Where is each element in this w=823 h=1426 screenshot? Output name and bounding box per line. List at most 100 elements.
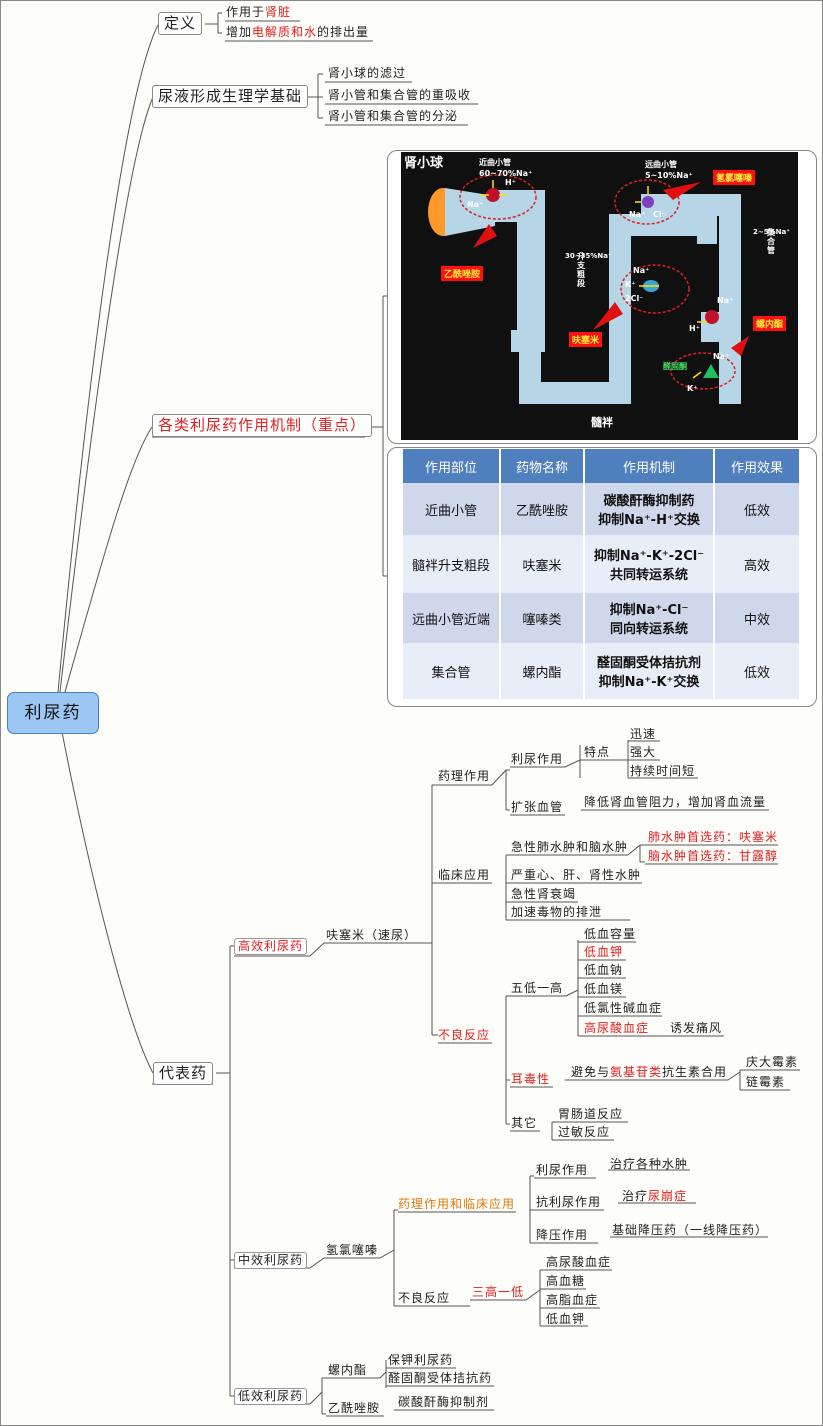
node-ototoxicity-avoid[interactable]: 避免与氨基苷类抗生素合用 [571,1064,727,1080]
label-proximal-pct: 60~70%Na⁺ [479,169,533,178]
node-mechanism[interactable]: 各类利尿药作用机制（重点） [152,414,373,437]
table-cell-site: 近曲小管 [401,483,500,535]
ion-label: Na⁺ [713,352,730,361]
node-other-adverse[interactable]: 其它 [511,1116,538,1130]
node-antibiotic-item[interactable]: 庆大霉素 [746,1055,799,1069]
table-cell-drug: 呋塞米 [499,535,584,593]
node-three-item[interactable]: 高脂血症 [546,1293,599,1307]
node-vasodilation-desc[interactable]: 降低肾血管阻力，增加肾血流量 [584,795,767,809]
node-furosemide[interactable]: 呋塞米（速尿） [326,928,418,942]
node-physiology-item[interactable]: 肾小球的滤过 [328,66,407,80]
table-cell-mechanism: 碳酸酐酶抑制药抑制Na⁺-H⁺交换 [583,483,714,535]
table-cell-effect: 低效 [713,643,799,699]
node-furo-diuretic[interactable]: 利尿作用 [511,752,564,766]
node-feature-item[interactable]: 强大 [630,745,657,759]
mechanism-line: 抑制Na⁺-H⁺交换 [598,513,700,528]
node-high-efficacy[interactable]: 高效利尿药 [234,938,308,955]
ion-label: Na⁺ [633,266,650,275]
ion-label: Na⁺ [717,296,734,305]
root-node[interactable]: 利尿药 [7,692,99,734]
node-hctz-adverse[interactable]: 不良反应 [398,1291,451,1305]
kidney-nephron-figure: 肾小球 近曲小管 60~70%Na⁺ 远曲小管 5~10%Na⁺ 集合管 2~5… [401,152,798,440]
node-medium-efficacy[interactable]: 中效利尿药 [234,1252,308,1269]
node-spiro-item[interactable]: 保钾利尿药 [388,1353,454,1367]
node-hctz-pharm-clinical[interactable]: 药理作用和临床应用 [398,1197,516,1211]
node-low-efficacy[interactable]: 低效利尿药 [234,1388,308,1405]
node-furo-vasodilation[interactable]: 扩张血管 [511,800,564,814]
node-low-item[interactable]: 低氯性碱血症 [584,1001,663,1015]
drug-target-arrows [473,182,749,356]
mechanism-line: 碳酸酐酶抑制药 [603,494,695,509]
node-other-item[interactable]: 胃肠道反应 [558,1107,624,1121]
node-three-high-one-low[interactable]: 三高一低 [472,1285,525,1299]
node-clinical-item[interactable]: 急性肾衰竭 [511,887,577,901]
table-cell-effect: 低效 [713,483,799,535]
node-three-item[interactable]: 高血糖 [546,1274,586,1288]
ototoxicity-text: 抗生素合用 [662,1065,728,1079]
drug-label-hydrochlorothiazide: 氢氯噻嗪 [713,170,756,185]
node-feature-item[interactable]: 迅速 [630,727,657,741]
node-ototoxicity[interactable]: 耳毒性 [511,1072,551,1086]
node-definition-excretion[interactable]: 增加电解质和水的排出量 [226,24,369,40]
node-acetazolamide[interactable]: 乙酰唑胺 [328,1401,381,1415]
node-hctz-diuretic-use[interactable]: 治疗各种水肿 [610,1157,689,1171]
node-other-item[interactable]: 过敏反应 [558,1125,611,1139]
node-low-item[interactable]: 低血容量 [584,927,637,941]
node-acz-item[interactable]: 碳酸酐酶抑制剂 [398,1395,490,1409]
nephron-diagram [428,174,749,404]
node-high-item[interactable]: 高尿酸血症 [584,1021,650,1035]
node-pulmonary-edema-choice[interactable]: 肺水肿首选药：呋塞米 [648,830,779,844]
table-cell-site: 髓袢升支粗段 [401,535,500,593]
node-hctz-antidiuretic-use[interactable]: 治疗尿崩症 [622,1188,687,1204]
node-definition-kidney[interactable]: 作用于肾脏 [226,4,291,20]
node-feature-item[interactable]: 持续时间短 [630,764,696,778]
mechanism-line: 醛固酮受体拮抗剂 [596,656,701,671]
label-proximal: 近曲小管 [479,158,511,167]
node-three-item[interactable]: 低血钾 [546,1312,586,1326]
node-hctz-diuretic[interactable]: 利尿作用 [536,1163,589,1177]
node-low-item[interactable]: 低血钾 [584,945,624,959]
node-representative[interactable]: 代表药 [153,1062,214,1085]
node-furo-features[interactable]: 特点 [584,745,611,759]
node-furo-adverse[interactable]: 不良反应 [438,1028,491,1042]
definition-text: 作用于 [226,5,266,19]
node-five-low-one-high[interactable]: 五低一高 [511,981,564,995]
node-spiro-item[interactable]: 醛固酮受体拮抗药 [388,1371,493,1385]
node-low-item[interactable]: 低血钠 [584,963,624,977]
node-hctz-antihypertensive[interactable]: 降压作用 [536,1228,589,1242]
node-clinical-item[interactable]: 严重心、肝、肾性水肿 [511,868,642,882]
table-cell-mechanism: 醛固酮受体拮抗剂抑制Na⁺-K⁺交换 [583,643,714,699]
antidiuretic-text: 治疗 [622,1189,649,1203]
node-cerebral-edema-choice[interactable]: 脑水肿首选药：甘露醇 [648,849,779,863]
table-row: 集合管 螺内酯 醛固酮受体拮抗剂抑制Na⁺-K⁺交换 低效 [401,643,799,699]
node-three-item[interactable]: 高尿酸血症 [546,1255,612,1269]
node-furo-clinical[interactable]: 临床应用 [438,868,491,882]
node-low-item[interactable]: 低血镁 [584,982,624,996]
table-cell-drug: 螺内酯 [499,643,584,699]
node-hydrochlorothiazide[interactable]: 氢氯噻嗪 [326,1243,379,1257]
table-row: 远曲小管近端 噻嗪类 抑制Na⁺-Cl⁻同向转运系统 中效 [401,593,799,643]
node-spironolactone[interactable]: 螺内酯 [328,1363,368,1377]
node-furo-pharmacology[interactable]: 药理作用 [438,769,491,783]
table-header: 作用部位 [401,449,500,483]
node-definition[interactable]: 定义 [158,12,203,35]
table-cell-mechanism: 抑制Na⁺-K⁺-2Cl⁻共同转运系统 [583,535,714,593]
collecting-transporter-icon [705,310,719,324]
node-hctz-bp-use[interactable]: 基础降压药（一线降压药） [612,1223,769,1237]
node-hctz-antidiuretic[interactable]: 抗利尿作用 [536,1195,602,1209]
label-loop-pct: 30~35%Na⁺ [565,252,612,260]
ion-label: Na⁺ [629,210,646,219]
drug-label-spironolactone: 螺内酯 [753,316,787,331]
antidiuretic-highlight: 尿崩症 [648,1189,688,1203]
node-physiology[interactable]: 尿液形成生理学基础 [152,85,309,108]
table-header-row: 作用部位 药物名称 作用机制 作用效果 [401,449,799,483]
drug-label-furosemide: 呋塞米 [569,332,603,347]
node-clinical-edema[interactable]: 急性肺水肿和脑水肿 [511,840,629,854]
node-antibiotic-item[interactable]: 链霉素 [746,1075,786,1089]
table-header: 作用机制 [583,449,714,483]
node-physiology-item[interactable]: 肾小管和集合管的重吸收 [328,88,472,102]
node-physiology-item[interactable]: 肾小管和集合管的分泌 [328,109,459,123]
node-clinical-item[interactable]: 加速毒物的排泄 [511,905,603,919]
node-gout[interactable]: 诱发痛风 [670,1021,723,1035]
